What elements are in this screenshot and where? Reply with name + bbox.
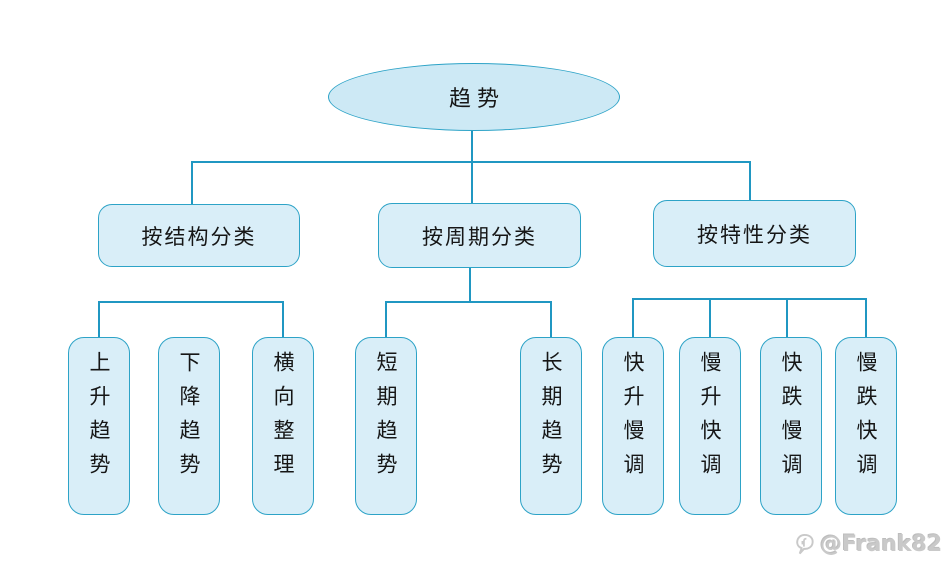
leaf-longterm-label: 长期趋势 bbox=[539, 351, 563, 487]
leaf-downtrend-label: 下降趋势 bbox=[177, 351, 201, 487]
category-node-cycle: 按周期分类 bbox=[378, 203, 581, 268]
category-node-structure: 按结构分类 bbox=[98, 204, 300, 267]
watermark: @Frank82 bbox=[794, 532, 942, 557]
leaf-node-shortterm: 短期趋势 bbox=[355, 337, 417, 515]
leaf-node-uptrend: 上升趋势 bbox=[68, 337, 130, 515]
category-cycle-label: 按周期分类 bbox=[422, 224, 537, 249]
connector-cycle-stem bbox=[469, 267, 471, 303]
connector-cycle-bar bbox=[385, 301, 552, 303]
leaf-slowup-label: 慢升快调 bbox=[698, 351, 722, 487]
leaf-node-slowup-fastadjust: 慢升快调 bbox=[679, 337, 741, 515]
leaf-node-longterm: 长期趋势 bbox=[520, 337, 582, 515]
connector-drop-slowup bbox=[709, 298, 711, 339]
leaf-node-fastdown-slowadjust: 快跌慢调 bbox=[760, 337, 822, 515]
leaf-fastdown-label: 快跌慢调 bbox=[779, 351, 803, 487]
root-node-label: 趋势 bbox=[448, 86, 505, 111]
leaf-node-downtrend: 下降趋势 bbox=[158, 337, 220, 515]
connector-drop-longterm bbox=[550, 301, 552, 339]
connector-drop-character bbox=[749, 161, 751, 204]
connector-drop-uptrend bbox=[98, 301, 100, 339]
connector-drop-slowdown bbox=[865, 298, 867, 337]
category-character-label: 按特性分类 bbox=[697, 222, 812, 247]
connector-drop-shortterm bbox=[385, 301, 387, 339]
connector-drop-fastdown bbox=[786, 298, 788, 339]
connector-root-stem bbox=[471, 130, 473, 163]
connector-structure-bar bbox=[98, 301, 284, 303]
category-node-character: 按特性分类 bbox=[653, 200, 856, 267]
leaf-node-slowdown-fastadjust: 慢跌快调 bbox=[835, 337, 897, 515]
leaf-node-sideways: 横向整理 bbox=[252, 337, 314, 515]
watermark-handle: @Frank82 bbox=[820, 532, 943, 557]
leaf-slowdown-label: 慢跌快调 bbox=[854, 351, 878, 487]
leaf-shortterm-label: 短期趋势 bbox=[374, 351, 398, 487]
leaf-uptrend-label: 上升趋势 bbox=[87, 351, 111, 487]
leaf-sideways-label: 横向整理 bbox=[271, 351, 295, 487]
leaf-node-fastup-slowadjust: 快升慢调 bbox=[602, 337, 664, 515]
connector-character-bar bbox=[632, 298, 867, 300]
connector-drop-sideways bbox=[282, 301, 284, 339]
connector-drop-fastup bbox=[632, 298, 634, 339]
category-structure-label: 按结构分类 bbox=[141, 224, 257, 249]
root-node-trend: 趋势 bbox=[328, 63, 620, 131]
connector-drop-structure bbox=[191, 161, 193, 207]
connector-drop-cycle bbox=[471, 161, 473, 207]
leaf-fastup-label: 快升慢调 bbox=[621, 351, 645, 487]
speech-bubble-f-icon bbox=[794, 533, 815, 557]
